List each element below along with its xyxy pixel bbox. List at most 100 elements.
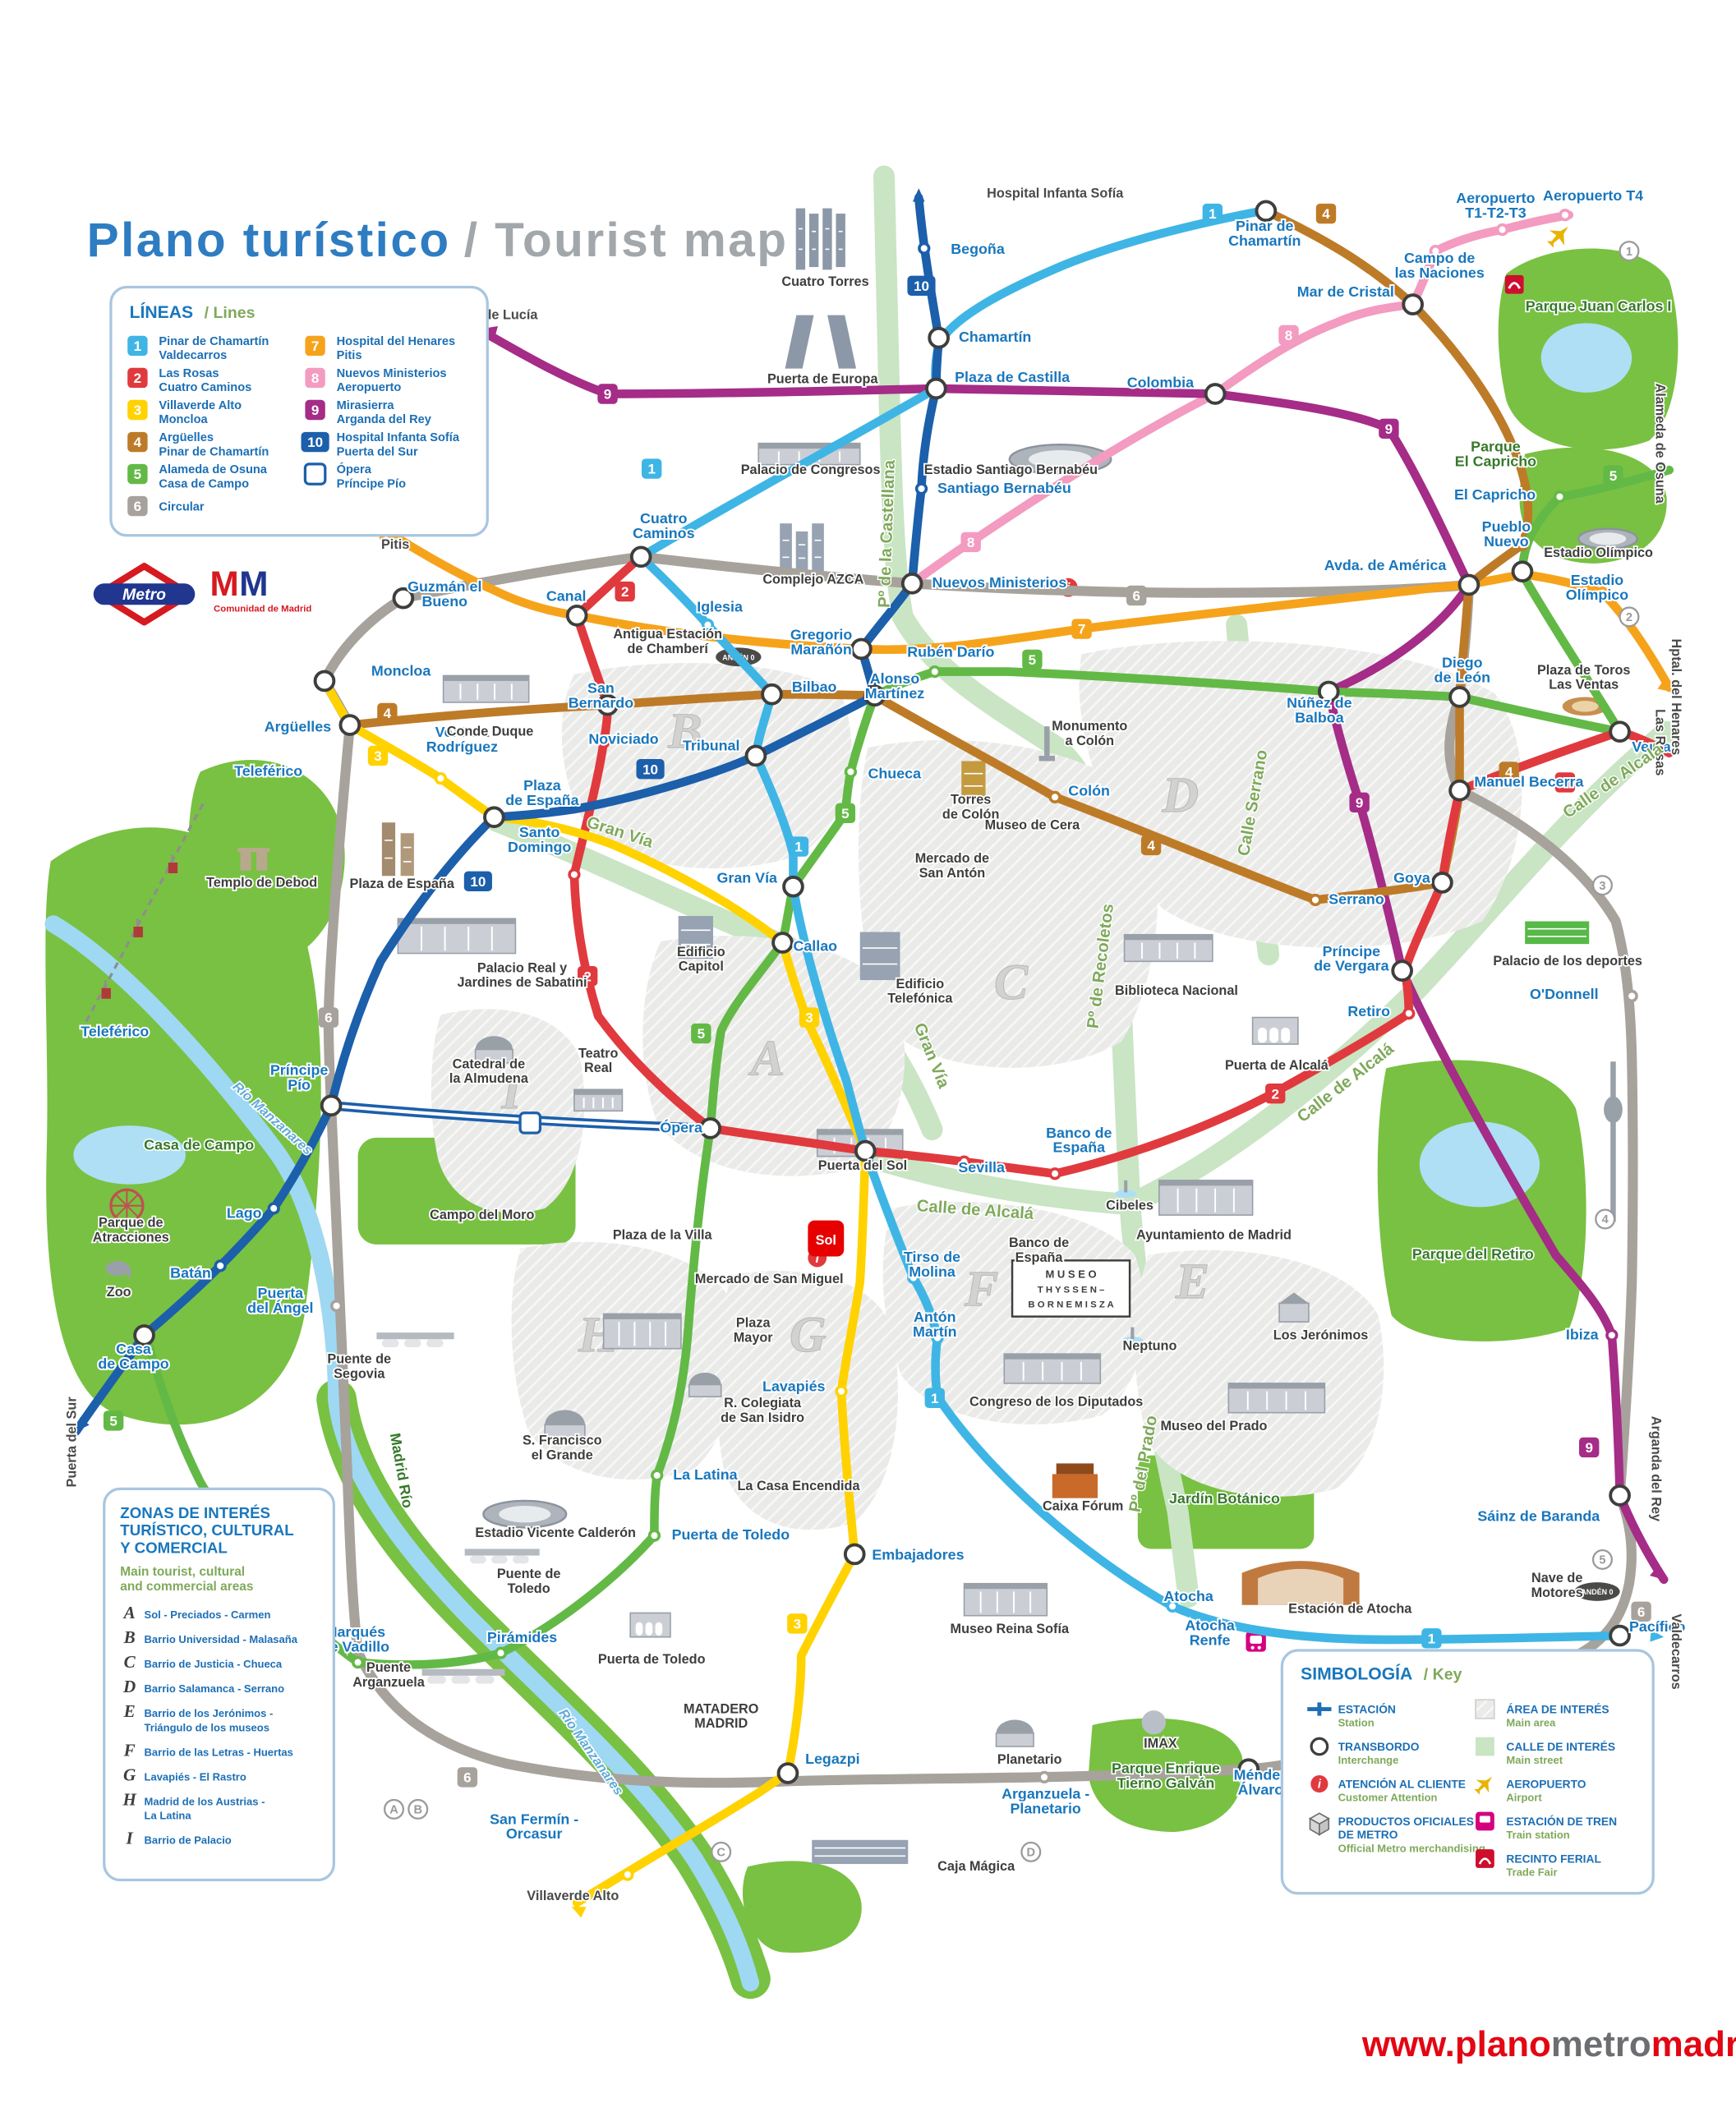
label-line: Balboa <box>1295 709 1345 725</box>
label-st: Ibiza <box>1566 1326 1600 1342</box>
palace-icon <box>1123 933 1213 963</box>
label-line: 5 <box>134 467 141 482</box>
symbology-term-es: ESTACIÓN DE TREN <box>1506 1814 1617 1828</box>
atocha-glass <box>1258 1568 1344 1605</box>
gate-arch <box>645 1622 653 1636</box>
gate-arch <box>655 1622 663 1636</box>
line-badge-4: 4 <box>1140 835 1162 856</box>
train-station-icon <box>1246 1631 1266 1652</box>
label-line: Parque Enrique <box>1112 1760 1220 1777</box>
label-line: Jardín Botánico <box>1169 1490 1280 1507</box>
badge-number: 3 <box>794 1617 801 1632</box>
building-body <box>859 932 900 981</box>
label-line: Príncipe <box>270 1061 329 1078</box>
website-link[interactable]: www.planometromadrid.org <box>1361 2024 1736 2064</box>
label-lm: Zoo <box>107 1285 131 1300</box>
label-line: 2 <box>134 370 141 386</box>
badge-number: 6 <box>1637 1604 1645 1620</box>
label-line: A <box>748 1030 785 1086</box>
label-line: D <box>1027 1847 1036 1860</box>
badge-box <box>787 1613 808 1634</box>
building-icon <box>678 916 713 959</box>
label-line: Arganzuela <box>352 1675 426 1690</box>
zone-name: Sol - Preciados - Carmen <box>145 1608 271 1621</box>
label-line: Gran Vía <box>717 869 779 886</box>
label-line: M <box>210 564 238 603</box>
label-st: Canal <box>546 587 587 604</box>
area-letter-G: G <box>790 1307 827 1363</box>
badge-box <box>305 367 325 389</box>
label-line: DE METRO <box>1338 1828 1398 1841</box>
label-line: 2 <box>621 584 629 600</box>
station-marker <box>1429 244 1442 258</box>
fountain-icon <box>1121 1327 1144 1345</box>
label-line: Cibeles <box>1106 1199 1153 1213</box>
label-line: San Antón <box>919 866 986 881</box>
teleferico-cable-car <box>84 803 205 1024</box>
label-line: Hptal. del Henares <box>1669 639 1683 756</box>
terminus-from: Nuevos Ministerios <box>337 367 447 380</box>
zone-letter-E: E <box>123 1701 136 1721</box>
label-line: Canal <box>546 587 587 604</box>
label-st: Argüelles <box>265 719 331 735</box>
label-st: O'Donnell <box>1530 986 1599 1002</box>
label-st: Begoña <box>951 241 1006 257</box>
footer-segment[interactable]: madrid <box>1651 2024 1736 2064</box>
station-marker <box>914 482 928 495</box>
label-line: E <box>1175 1254 1209 1309</box>
station-marker <box>701 619 715 632</box>
terminus-to: Aeropuerto <box>337 381 402 394</box>
label-line: T1-T2-T3 <box>1465 205 1526 221</box>
label-line: 6 <box>1132 588 1140 604</box>
symbology-term-es: ATENCIÓN AL CLIENTE <box>1338 1776 1466 1790</box>
footer-segment[interactable]: www.plano <box>1361 2024 1551 2064</box>
label-line: Pacífico <box>1629 1618 1686 1635</box>
badge-number: 4 <box>1505 765 1513 780</box>
label-line: Estación de Atocha <box>1288 1601 1412 1616</box>
label-line: Martín <box>913 1323 957 1340</box>
symbology-term-es: ESTACIÓN <box>1338 1701 1396 1715</box>
bridge-deck <box>376 1332 454 1340</box>
label-lm: Museo del Prado <box>1160 1419 1267 1433</box>
terminus-from: Ópera <box>337 462 372 476</box>
label-line: Embajadores <box>872 1546 964 1562</box>
line-badge-4: 4 <box>1315 203 1337 224</box>
symbology-term-en: Main street <box>1506 1754 1563 1766</box>
debod-icon <box>237 848 270 871</box>
grid-letter-marker: D <box>1020 1841 1042 1862</box>
lake <box>73 1125 186 1185</box>
grid-number-marker: 1 <box>1619 241 1640 262</box>
label-line: T H Y S S E N – <box>1038 1285 1105 1295</box>
metro-madrid-logo: Metro <box>93 563 196 626</box>
line-badge-R: R <box>518 1111 542 1134</box>
label-line: Palacio de Congresos <box>741 462 881 477</box>
footer-segment[interactable]: metro <box>1551 2024 1651 2064</box>
label-line: Iglesia <box>697 598 744 614</box>
label-st: Aeropuerto T4 <box>1543 187 1643 204</box>
label-st: Embajadores <box>872 1546 964 1562</box>
badge-box <box>960 532 981 553</box>
label-line: Marqués <box>325 1624 386 1641</box>
temple-pylon <box>256 852 268 871</box>
label-line: Palacio Real y <box>477 960 567 975</box>
azca-towers-icon <box>812 523 824 574</box>
label-line: Torres <box>951 792 991 807</box>
badge-number: 8 <box>311 370 319 386</box>
label-line: Moncloa <box>371 662 431 679</box>
line-badge-R: R <box>303 462 327 485</box>
label-line: Puente de <box>497 1567 561 1581</box>
badge-box <box>636 759 665 780</box>
label-line: 1 <box>647 462 655 477</box>
elephant-icon <box>105 1261 131 1278</box>
symbology-term-es: ÁREA DE INTERÉS <box>1506 1702 1609 1715</box>
station-marker <box>1402 1007 1416 1020</box>
